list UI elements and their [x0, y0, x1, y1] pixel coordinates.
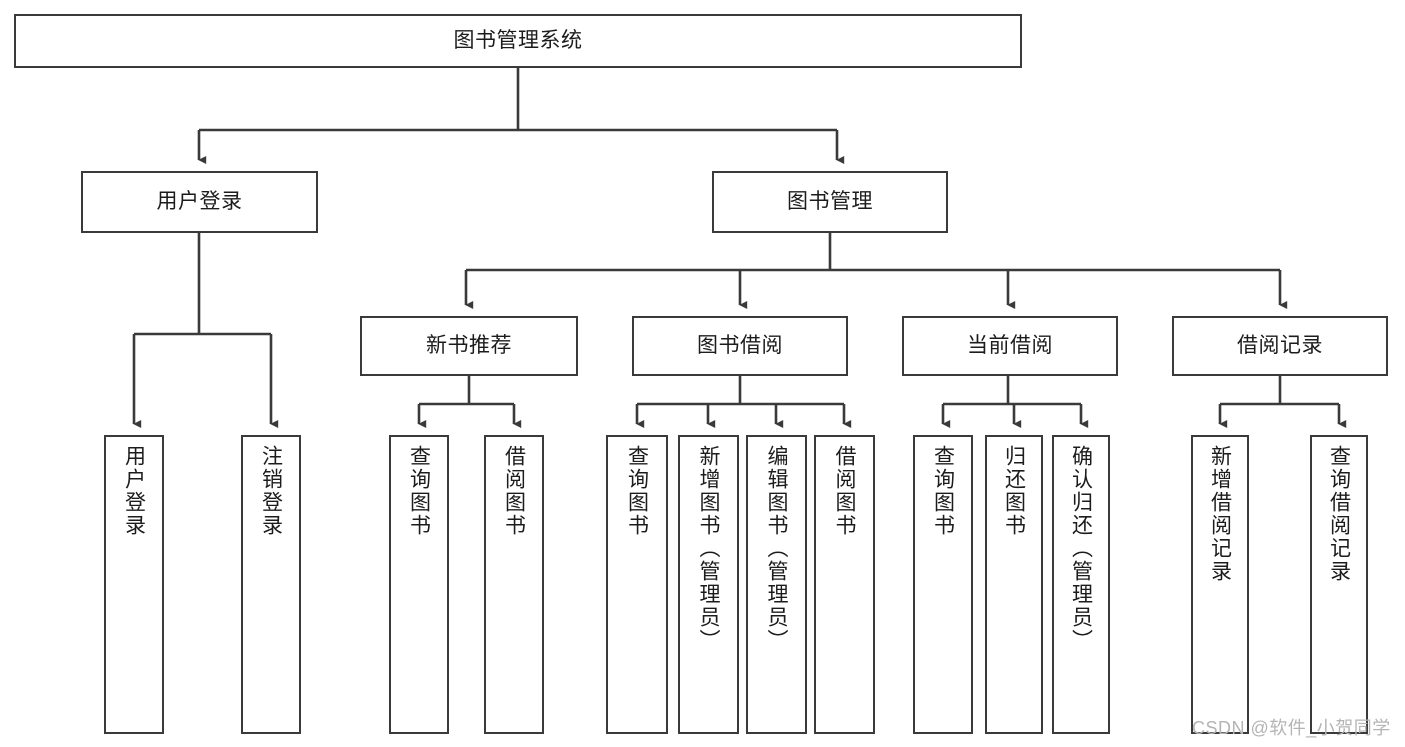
node-book-manage-label: 图书管理: [787, 190, 873, 214]
node-user-login[interactable]: 用户登录: [81, 171, 318, 233]
node-current-borrow[interactable]: 当前借阅: [902, 316, 1118, 376]
node-leaf-user-login-label: 用户登录: [122, 445, 146, 537]
node-root-label: 图书管理系统: [453, 29, 583, 53]
node-leaf-user-login[interactable]: 用户登录: [104, 435, 164, 734]
node-leaf-confirm-return-admin[interactable]: 确认归还（管理员）: [1052, 435, 1110, 734]
node-book-borrow-label: 图书借阅: [697, 334, 783, 358]
node-book-manage[interactable]: 图书管理: [712, 171, 948, 233]
node-borrow-record-label: 借阅记录: [1237, 334, 1323, 358]
node-leaf-edit-book-admin-label: 编辑图书（管理员）: [765, 445, 788, 652]
node-user-login-label: 用户登录: [156, 190, 243, 214]
node-leaf-add-borrow-record-label: 新增借阅记录: [1208, 445, 1232, 583]
node-leaf-borrow-book-1[interactable]: 借阅图书: [484, 435, 544, 734]
node-leaf-return-book[interactable]: 归还图书: [985, 435, 1043, 734]
node-leaf-query-book-3-label: 查询图书: [931, 445, 955, 537]
node-leaf-edit-book-admin[interactable]: 编辑图书（管理员）: [746, 435, 807, 734]
node-leaf-add-book-admin[interactable]: 新增图书（管理员）: [678, 435, 739, 734]
node-leaf-query-book-3[interactable]: 查询图书: [913, 435, 973, 734]
node-borrow-record[interactable]: 借阅记录: [1172, 316, 1388, 376]
node-leaf-confirm-return-admin-label: 确认归还（管理员）: [1069, 445, 1093, 652]
node-leaf-query-borrow-record-label: 查询借阅记录: [1327, 445, 1351, 583]
node-current-borrow-label: 当前借阅: [967, 334, 1053, 358]
node-new-book-recommend[interactable]: 新书推荐: [360, 316, 578, 376]
node-leaf-query-book-2[interactable]: 查询图书: [606, 435, 668, 734]
node-leaf-return-book-label: 归还图书: [1002, 445, 1026, 537]
node-leaf-add-borrow-record[interactable]: 新增借阅记录: [1191, 435, 1249, 734]
node-leaf-logout-login-label: 注销登录: [259, 445, 283, 537]
node-leaf-borrow-book-2-label: 借阅图书: [833, 445, 856, 537]
node-leaf-logout-login[interactable]: 注销登录: [241, 435, 301, 734]
node-leaf-add-book-admin-label: 新增图书（管理员）: [697, 445, 720, 652]
node-leaf-borrow-book-2[interactable]: 借阅图书: [814, 435, 875, 734]
node-leaf-query-book-1[interactable]: 查询图书: [389, 435, 449, 734]
node-book-borrow[interactable]: 图书借阅: [632, 316, 848, 376]
node-leaf-query-book-2-label: 查询图书: [625, 445, 649, 537]
node-new-book-recommend-label: 新书推荐: [426, 334, 512, 358]
node-leaf-borrow-book-1-label: 借阅图书: [502, 445, 526, 537]
node-leaf-query-book-1-label: 查询图书: [407, 445, 431, 537]
node-root[interactable]: 图书管理系统: [14, 14, 1022, 68]
csdn-watermark: CSDN @软件_小贺同学: [1192, 718, 1391, 738]
node-leaf-query-borrow-record[interactable]: 查询借阅记录: [1310, 435, 1368, 734]
